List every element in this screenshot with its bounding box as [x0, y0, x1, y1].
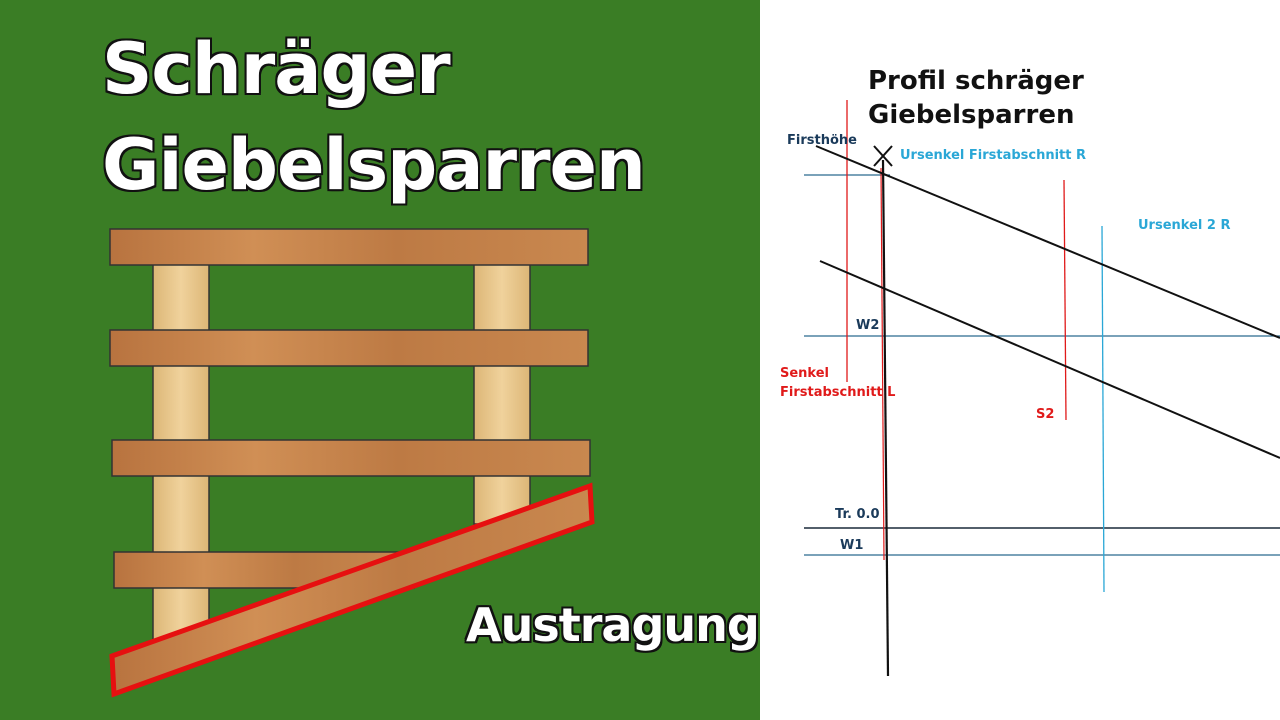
profile-title-line2: Giebelsparren — [868, 100, 1075, 130]
main-title-line1: Schräger — [102, 28, 451, 110]
label-s2: S2 — [1036, 407, 1055, 422]
label-firsthoehe: Firsthöhe — [787, 133, 857, 148]
label-ursenkel-first-r: Ursenkel Firstabschnitt R — [900, 148, 1087, 163]
profile-diagram — [804, 100, 1280, 677]
beam-3 — [111, 439, 591, 477]
caption-austragung: Austragung — [466, 598, 760, 652]
label-w1: W1 — [840, 538, 864, 553]
label-senkel-line1: Senkel — [780, 366, 830, 381]
left-panel: Schräger Giebelsparren Austragung — [0, 0, 760, 720]
label-ursenkel-2r: Ursenkel 2 R — [1138, 218, 1231, 233]
cross-marker-b — [873, 145, 893, 167]
label-w2: W2 — [856, 318, 880, 333]
label-senkel-line2: Firstabschnitt L — [780, 385, 896, 400]
rafter-top-line — [815, 145, 1280, 339]
profile-diagram-panel: Profil schräger Giebelsparren Firsthöhe … — [760, 0, 1280, 720]
beam-2 — [109, 329, 589, 367]
main-title-line2: Giebelsparren — [102, 124, 646, 206]
label-tr00: Tr. 0.0 — [835, 507, 880, 522]
timber-illustration — [109, 228, 595, 698]
right-post — [473, 261, 531, 525]
slanted-gable-rafter — [109, 482, 595, 698]
rafter-bottom-line — [819, 260, 1280, 459]
main-vertical-line — [881, 159, 890, 677]
s2-line — [1063, 179, 1067, 421]
ursenkel-red-line — [880, 167, 885, 561]
profile-title: Profil schräger Giebelsparren — [868, 64, 1084, 132]
ursenkel-2r-line — [1101, 225, 1105, 593]
beam-1 — [109, 228, 589, 266]
profile-title-line1: Profil schräger — [868, 66, 1084, 96]
